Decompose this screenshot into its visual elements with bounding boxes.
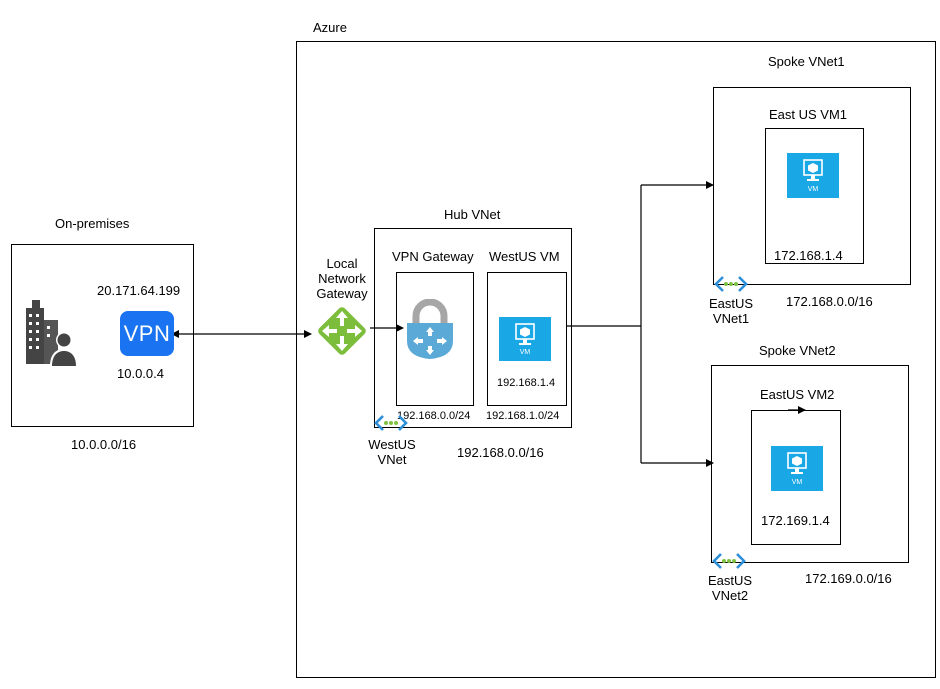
onprem-label: On-premises bbox=[55, 216, 130, 231]
spoke2-cidr: 172.169.0.0/16 bbox=[805, 571, 892, 586]
hub-vnet-container bbox=[374, 228, 572, 428]
vpn-gateway-label: VPN Gateway bbox=[392, 249, 474, 264]
spoke2-vm-badge: VM bbox=[791, 479, 803, 486]
spoke2-vnet-label: EastUS VNet2 bbox=[707, 573, 753, 603]
local-network-gateway-icon bbox=[314, 303, 370, 364]
spoke1-vm-icon: VM bbox=[787, 153, 839, 198]
spoke1-label: Spoke VNet1 bbox=[768, 54, 845, 69]
spoke1-vm-label: East US VM1 bbox=[769, 107, 848, 122]
spoke2-vm-ip: 172.169.1.4 bbox=[761, 513, 830, 528]
westus-vnet-icon bbox=[374, 414, 408, 437]
vpn-gateway-icon bbox=[405, 298, 455, 364]
spoke1-vm-badge: VM bbox=[807, 186, 819, 193]
vpn-gateway-subnet-box bbox=[396, 272, 474, 406]
local-gateway-label: Local Network Gateway bbox=[316, 256, 368, 301]
azure-label: Azure bbox=[313, 20, 347, 35]
spoke2-container bbox=[711, 365, 909, 563]
onprem-public-ip: 20.171.64.199 bbox=[97, 283, 181, 298]
spoke1-vm-box bbox=[765, 128, 864, 264]
vpn-gateway-subnet: 192.168.0.0/24 bbox=[397, 410, 471, 422]
westus-vm-label: WestUS VM bbox=[489, 249, 560, 264]
spoke2-vm-box bbox=[751, 410, 841, 545]
onprem-private-ip: 10.0.0.4 bbox=[117, 366, 164, 381]
westus-vm-subnet-box bbox=[487, 272, 567, 406]
spoke1-cidr: 172.168.0.0/16 bbox=[786, 294, 873, 309]
spoke1-vm-ip: 172.168.1.4 bbox=[774, 248, 843, 263]
westus-vm-subnet: 192.168.1.0/24 bbox=[486, 410, 560, 422]
spoke2-vm-label: EastUS VM2 bbox=[760, 387, 835, 402]
westus-vm-icon: VM bbox=[499, 317, 551, 361]
spoke1-vnet-label: EastUS VNet1 bbox=[708, 296, 754, 326]
spoke1-container bbox=[713, 87, 911, 285]
spoke2-vnet-icon bbox=[712, 552, 746, 575]
spoke2-label: Spoke VNet2 bbox=[759, 343, 836, 358]
spoke1-vnet-icon bbox=[714, 275, 748, 298]
azure-container bbox=[296, 41, 936, 678]
onprem-container bbox=[11, 244, 194, 427]
westus-vm-badge: VM bbox=[519, 349, 531, 356]
vpn-device-text: VPN bbox=[123, 320, 171, 346]
westus-vnet-label: WestUS VNet bbox=[368, 437, 416, 467]
onprem-cidr: 10.0.0.0/16 bbox=[71, 437, 137, 452]
spoke2-vm-icon: VM bbox=[771, 446, 823, 491]
westus-vm-ip: 192.168.1.4 bbox=[497, 377, 556, 389]
vpn-device-icon: VPN bbox=[120, 311, 174, 356]
hub-label: Hub VNet bbox=[444, 207, 501, 222]
building-user-icon bbox=[22, 300, 78, 371]
hub-cidr: 192.168.0.0/16 bbox=[457, 445, 544, 460]
